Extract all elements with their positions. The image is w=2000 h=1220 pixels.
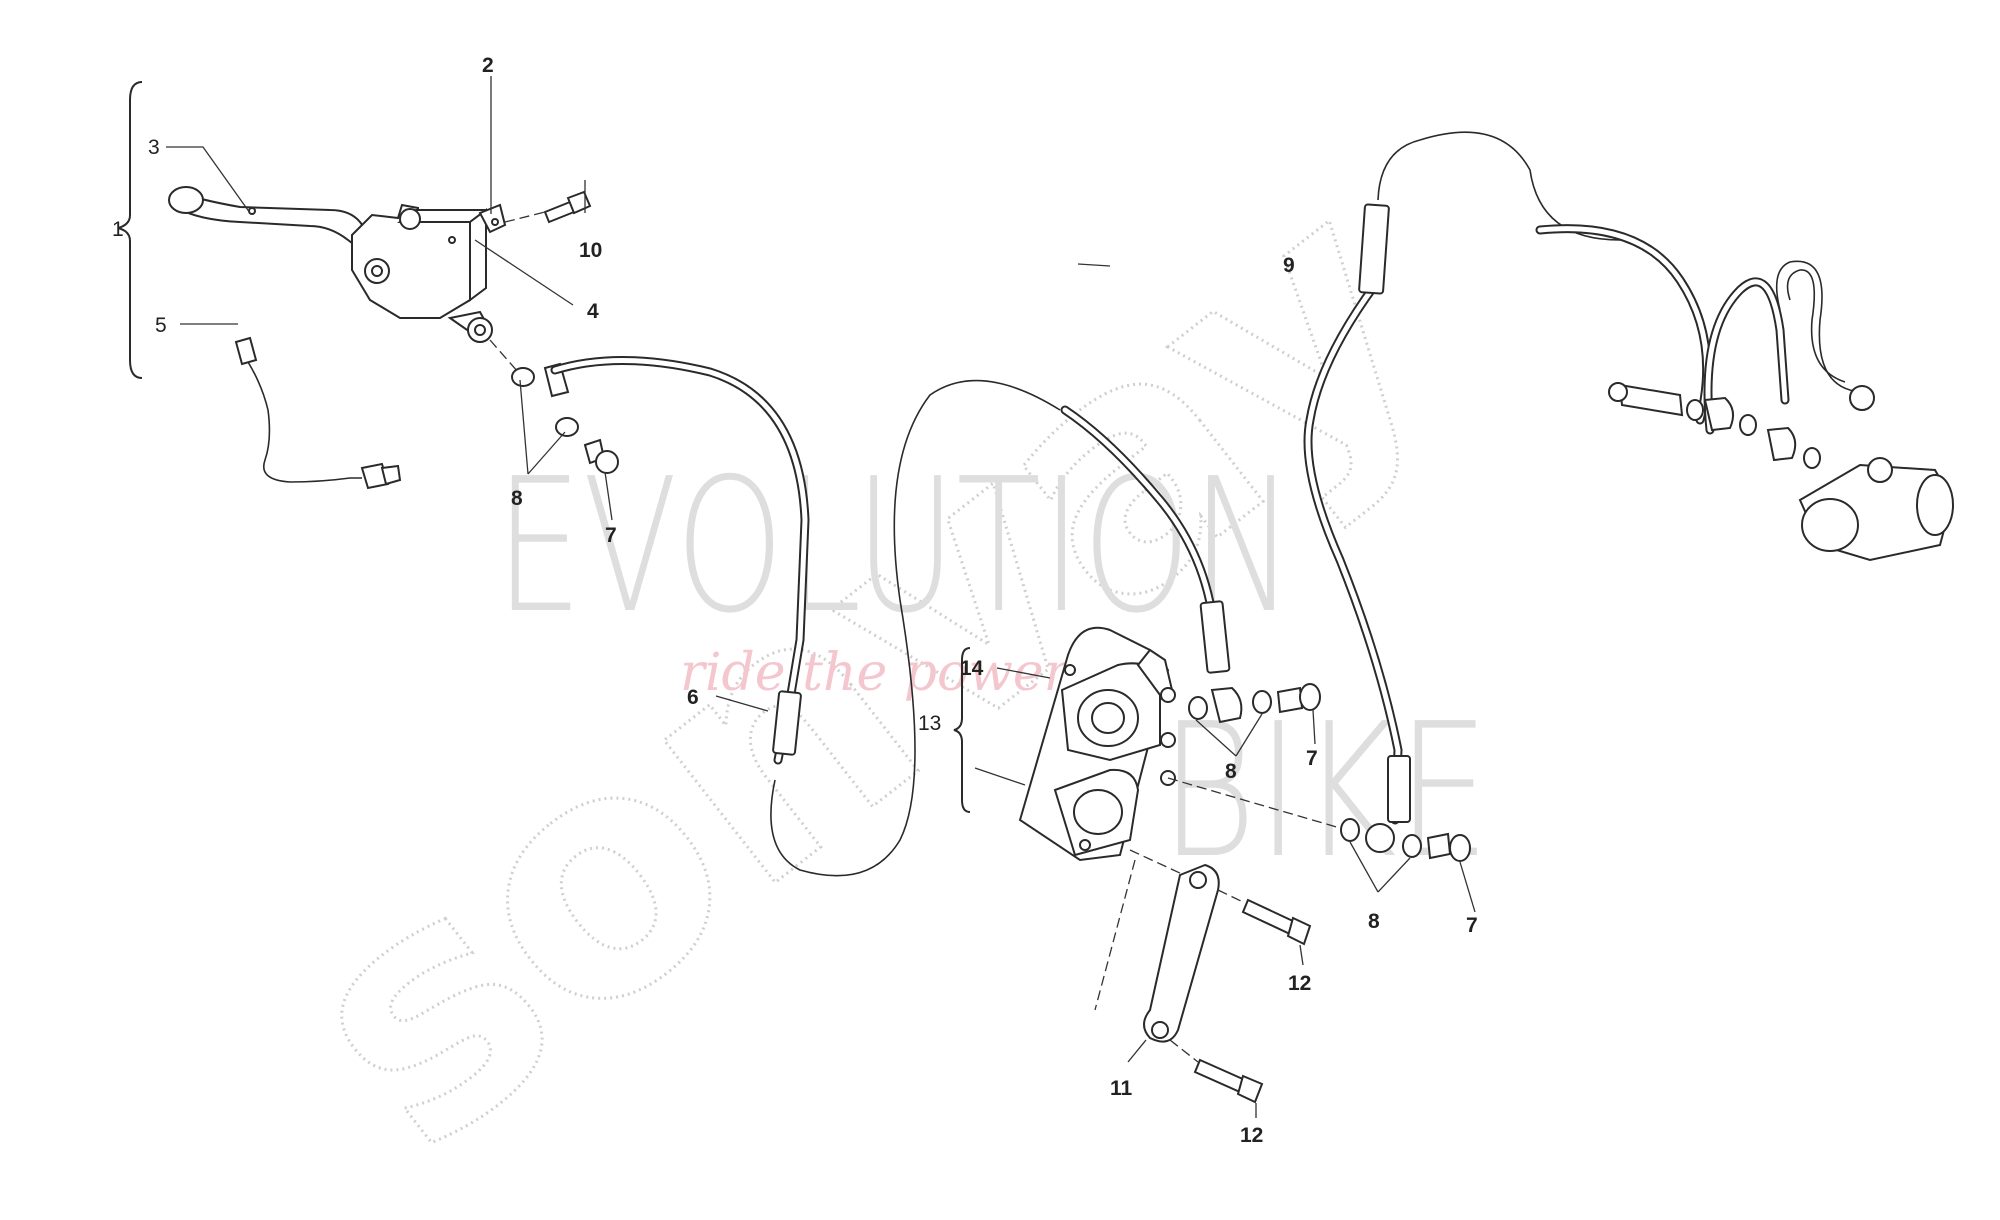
callout-8c: 8 <box>1368 910 1380 933</box>
brake-light-switch-part <box>234 336 402 490</box>
callout-7b: 7 <box>1306 747 1318 770</box>
callout-5: 5 <box>155 314 167 337</box>
banjo-fitting-part <box>1365 823 1395 853</box>
master-cylinder-part <box>351 203 507 343</box>
washer-part <box>555 417 579 437</box>
callout-4: 4 <box>587 300 599 323</box>
leader-lines <box>166 76 1476 1118</box>
banjo-bolt-7-part <box>1276 683 1321 714</box>
callout-2: 2 <box>482 54 494 77</box>
callout-13: 13 <box>918 712 941 735</box>
callout-12a: 12 <box>1288 972 1311 995</box>
brake-line-part <box>770 379 1061 877</box>
watermark-slogan: ride the power <box>680 643 1072 703</box>
washer-part <box>511 367 535 387</box>
brake-hose-9-part <box>1303 131 1621 825</box>
callout-3: 3 <box>148 136 160 159</box>
rear-hose-part <box>1535 224 1875 435</box>
callout-10: 10 <box>579 239 602 262</box>
callout-8b: 8 <box>1225 760 1237 783</box>
brake-caliper-part <box>1018 626 1176 862</box>
callout-7a: 7 <box>605 524 617 547</box>
caliper-hose-part <box>1060 405 1231 674</box>
callout-14: 14 <box>960 657 984 680</box>
bolt-12-part <box>1241 898 1312 946</box>
callout-9: 9 <box>1283 254 1295 277</box>
banjo-bolt-7-part <box>1426 832 1471 862</box>
rear-master-cylinder-part <box>1798 457 1954 562</box>
callout-1: 1 <box>112 218 124 241</box>
callout-6: 6 <box>687 686 699 709</box>
callout-7c: 7 <box>1466 914 1478 937</box>
bolt-10-part <box>543 190 592 224</box>
rear-fittings-part <box>1608 382 1821 469</box>
washer-part <box>1402 834 1422 858</box>
callout-11: 11 <box>1110 1077 1133 1100</box>
banjo-fitting-part <box>1210 686 1243 724</box>
assembly-bracket <box>117 81 143 379</box>
bolt-12-part <box>1193 1058 1264 1104</box>
washer-part <box>1188 696 1208 720</box>
brake-hose-6-part <box>543 355 810 765</box>
caliper-bracket-11-part <box>1143 863 1220 1043</box>
banjo-bolt-7-part <box>583 438 619 474</box>
washer-part <box>1340 818 1360 842</box>
caliper-bracket <box>953 647 971 813</box>
washer-part <box>1252 690 1272 714</box>
callout-12b: 12 <box>1240 1124 1263 1147</box>
brake-lever-part <box>168 186 380 260</box>
callout-8a: 8 <box>511 487 523 510</box>
